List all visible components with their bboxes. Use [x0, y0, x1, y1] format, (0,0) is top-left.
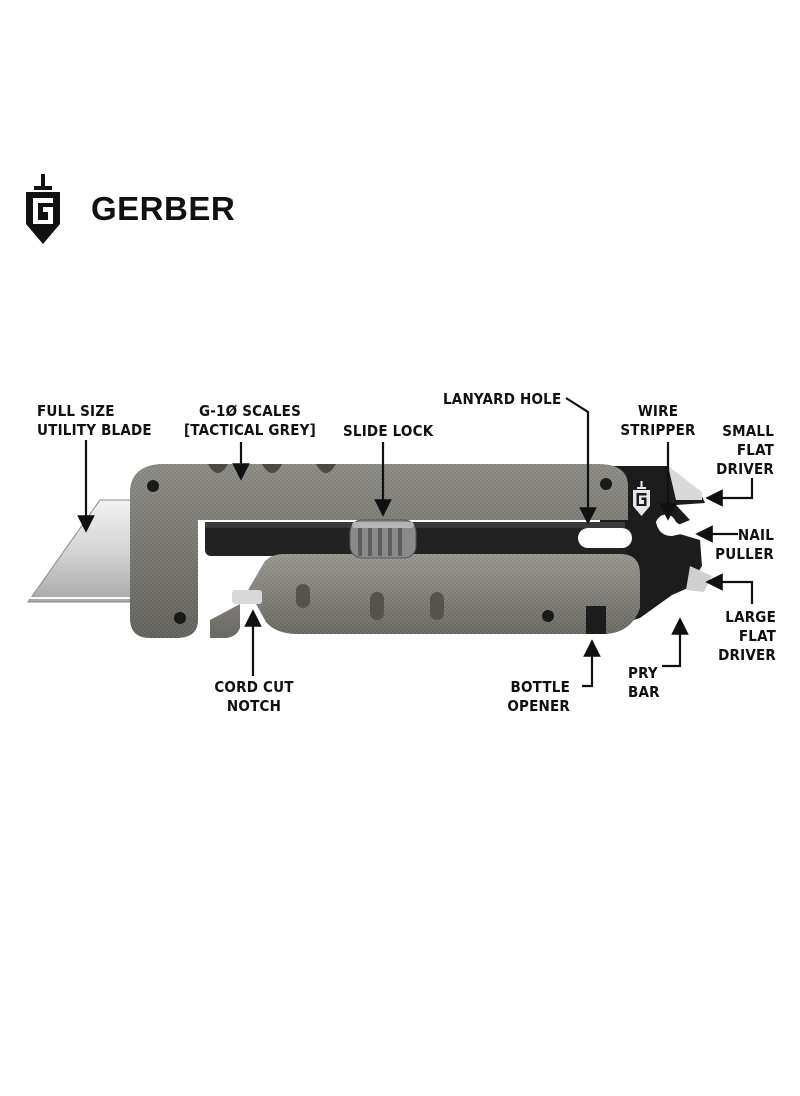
label-small-flat-driver: SMALL FLAT DRIVER: [716, 422, 774, 478]
callout-arrow-icon: [77, 397, 754, 688]
label-nail-puller: NAIL PULLER: [715, 526, 774, 563]
label-full-size-utility-blade: FULL SIZE UTILITY BLADE: [37, 402, 152, 439]
brand-name: GERBER: [91, 190, 236, 227]
slide-lock-button: [349, 519, 417, 559]
lanyard-hole: [578, 528, 632, 548]
label-wire-stripper: WIRE STRIPPER: [620, 402, 696, 439]
brand-reg-mark: ®: [227, 198, 234, 206]
label-large-flat-driver: LARGE FLAT DRIVER: [718, 608, 776, 664]
brand-logo: GERBER ®: [24, 172, 235, 250]
bottle-opener: [586, 606, 606, 634]
label-slide-lock: SLIDE LOCK: [343, 422, 434, 440]
gerber-shield-icon: [633, 481, 650, 516]
label-pry-bar: PRY BAR: [628, 664, 660, 701]
label-bottle-opener: BOTTLE OPENER: [507, 678, 570, 715]
label-lanyard-hole: LANYARD HOLE: [443, 390, 562, 408]
gerber-shield-icon: [26, 174, 60, 244]
label-g10-scales: G-1Ø SCALES [TACTICAL GREY]: [183, 402, 317, 439]
screws: [147, 478, 612, 624]
label-cord-cut-notch: CORD CUT NOTCH: [214, 678, 294, 715]
cord-cut-notch: [232, 590, 262, 604]
